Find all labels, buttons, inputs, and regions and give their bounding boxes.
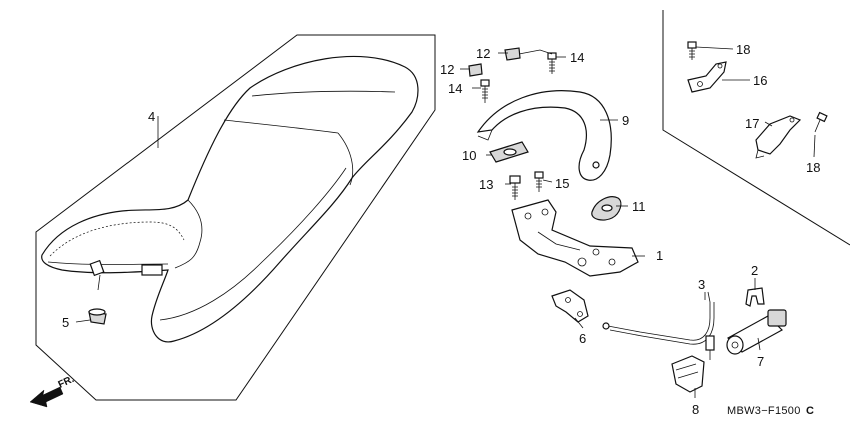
seat-latch bbox=[551, 289, 589, 323]
bolt-18b bbox=[814, 111, 828, 133]
bracket-16 bbox=[687, 61, 727, 93]
callout-4: 4 bbox=[148, 109, 155, 124]
callout-2: 2 bbox=[751, 263, 758, 278]
aux-box-frame bbox=[662, 10, 850, 246]
bolt-14a bbox=[547, 52, 557, 74]
seat-bumper bbox=[88, 308, 107, 325]
seat bbox=[41, 55, 419, 343]
callout-13: 13 bbox=[479, 177, 493, 192]
callout-15: 15 bbox=[555, 176, 569, 191]
seat-lock-cable bbox=[607, 291, 711, 341]
callout-1: 1 bbox=[656, 248, 663, 263]
callout-11: 11 bbox=[632, 199, 646, 214]
callout-12b: 12 bbox=[440, 62, 454, 77]
callout-18a: 18 bbox=[736, 42, 750, 57]
aux-bracket-group bbox=[662, 10, 850, 246]
callout-10: 10 bbox=[462, 148, 476, 163]
callout-14a: 14 bbox=[570, 50, 584, 65]
diagram-code: MBW3−F1500 C bbox=[727, 405, 814, 417]
seat-frame bbox=[35, 34, 436, 401]
bolt-15 bbox=[534, 171, 544, 192]
callout-18b: 18 bbox=[806, 160, 820, 175]
arrow-icon bbox=[29, 386, 64, 408]
callout-7: 7 bbox=[757, 354, 764, 369]
latch-group bbox=[551, 287, 787, 393]
seat-lock bbox=[726, 309, 787, 355]
grab-rail-group bbox=[468, 47, 639, 277]
callout-16: 16 bbox=[753, 73, 767, 88]
callout-3: 3 bbox=[698, 277, 705, 292]
bolt-13 bbox=[509, 175, 521, 200]
seat-group bbox=[35, 34, 436, 401]
bracket-17 bbox=[755, 115, 802, 155]
callouts: 4 5 1 2 3 6 7 8 9 10 11 12 12 13 14 14 1… bbox=[62, 42, 820, 417]
front-direction-arrow: FR. bbox=[29, 374, 76, 408]
cable-holder bbox=[671, 355, 705, 393]
callout-5: 5 bbox=[62, 315, 69, 330]
callout-17: 17 bbox=[745, 116, 759, 131]
bolt-14b bbox=[480, 79, 490, 103]
callout-12a: 12 bbox=[476, 46, 490, 61]
callout-14b: 14 bbox=[448, 81, 462, 96]
callout-6: 6 bbox=[579, 331, 586, 346]
leader-lines bbox=[75, 46, 816, 398]
callout-9: 9 bbox=[622, 113, 629, 128]
diagram-code-suffix: C bbox=[806, 405, 814, 417]
seat-bracket bbox=[511, 199, 639, 277]
diagram-code-main: MBW3−F1500 bbox=[727, 405, 801, 417]
callout-8: 8 bbox=[692, 402, 699, 417]
bolt-18a bbox=[687, 41, 697, 60]
cable-clip bbox=[745, 287, 765, 307]
direction-label: FR. bbox=[57, 374, 76, 391]
grab-rail bbox=[476, 90, 612, 181]
